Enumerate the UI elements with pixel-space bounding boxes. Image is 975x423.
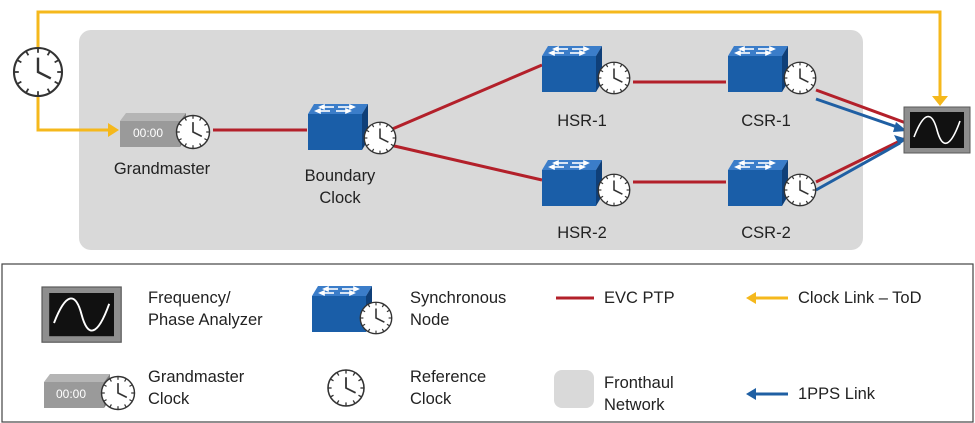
csr1-label: CSR-1	[741, 112, 791, 130]
evc-ptp-links	[213, 63, 907, 184]
boundary-clock-label-line2: Clock	[319, 189, 361, 207]
legend-grandmaster-display: 00:00	[56, 387, 86, 401]
pps-links	[815, 97, 901, 192]
hsr2-switch	[541, 159, 603, 207]
legend-fronthaul-label: Fronthaul Network	[604, 372, 674, 416]
clock-link-arrowhead-grandmaster	[108, 123, 119, 137]
hsr2-clock-icon	[597, 173, 631, 207]
pps-arrowhead-csr2	[894, 135, 907, 145]
hsr1-switch	[541, 45, 603, 93]
csr2-switch	[727, 159, 789, 207]
legend-clock-link-arrowhead	[746, 292, 756, 304]
legend-analyzer-label: Frequency/ Phase Analyzer	[148, 287, 263, 331]
legend-pps-label: 1PPS Link	[798, 385, 876, 403]
boundary-clock-label: Boundary Clock	[305, 165, 376, 209]
csr1-clock-icon	[783, 61, 817, 95]
boundary-clock-clock-icon	[363, 121, 397, 155]
grandmaster-display: 00:00	[133, 126, 163, 140]
legend-evc-ptp-label: EVC PTP	[604, 289, 675, 307]
clock-link-arrowhead-analyzer	[932, 96, 948, 106]
legend-fronthaul-swatch	[554, 370, 594, 408]
boundary-clock-switch	[307, 103, 369, 151]
frequency-phase-analyzer	[903, 106, 971, 154]
legend-reference-clock-label: Reference Clock	[410, 366, 486, 410]
legend-analyzer-line2: Phase Analyzer	[148, 311, 263, 329]
hsr1-clock-icon	[597, 61, 631, 95]
legend-reference-clock-icon	[327, 369, 365, 407]
legend-switch-clock-icon	[359, 301, 393, 335]
csr2-clock-icon	[783, 173, 817, 207]
legend-reference-clock-line1: Reference	[410, 368, 487, 386]
legend-clock-link-label: Clock Link – ToD	[798, 289, 922, 307]
grandmaster-clock-icon	[175, 114, 211, 150]
legend-reference-clock-line2: Clock	[410, 390, 452, 408]
csr2-label: CSR-2	[741, 224, 791, 242]
legend-grandmaster-label: Grandmaster Clock	[148, 366, 244, 410]
hsr2-label: HSR-2	[557, 224, 607, 242]
legend-sync-node-line2: Node	[410, 311, 450, 329]
legend-grandmaster-line1: Grandmaster	[148, 368, 245, 386]
boundary-clock-label-line1: Boundary	[304, 167, 376, 185]
reference-clock-icon	[12, 46, 64, 98]
legend-analyzer-icon	[41, 286, 123, 344]
legend-grandmaster-clock-icon	[100, 375, 136, 411]
clock-link-tod	[36, 10, 942, 132]
grandmaster-label: Grandmaster	[113, 160, 211, 178]
legend-sync-node-label: Synchronous Node	[410, 287, 506, 331]
fronthaul-network-region	[79, 30, 863, 250]
legend-analyzer-line1: Frequency/	[148, 289, 231, 307]
legend-sync-node-line1: Synchronous	[410, 289, 507, 307]
legend-pps-arrowhead	[746, 388, 756, 400]
legend-fronthaul-line2: Network	[604, 396, 665, 414]
csr1-switch	[727, 45, 789, 93]
legend-box	[1, 263, 974, 423]
legend-fronthaul-line1: Fronthaul	[604, 374, 674, 392]
hsr1-label: HSR-1	[557, 112, 607, 130]
legend-grandmaster-line2: Clock	[148, 390, 190, 408]
